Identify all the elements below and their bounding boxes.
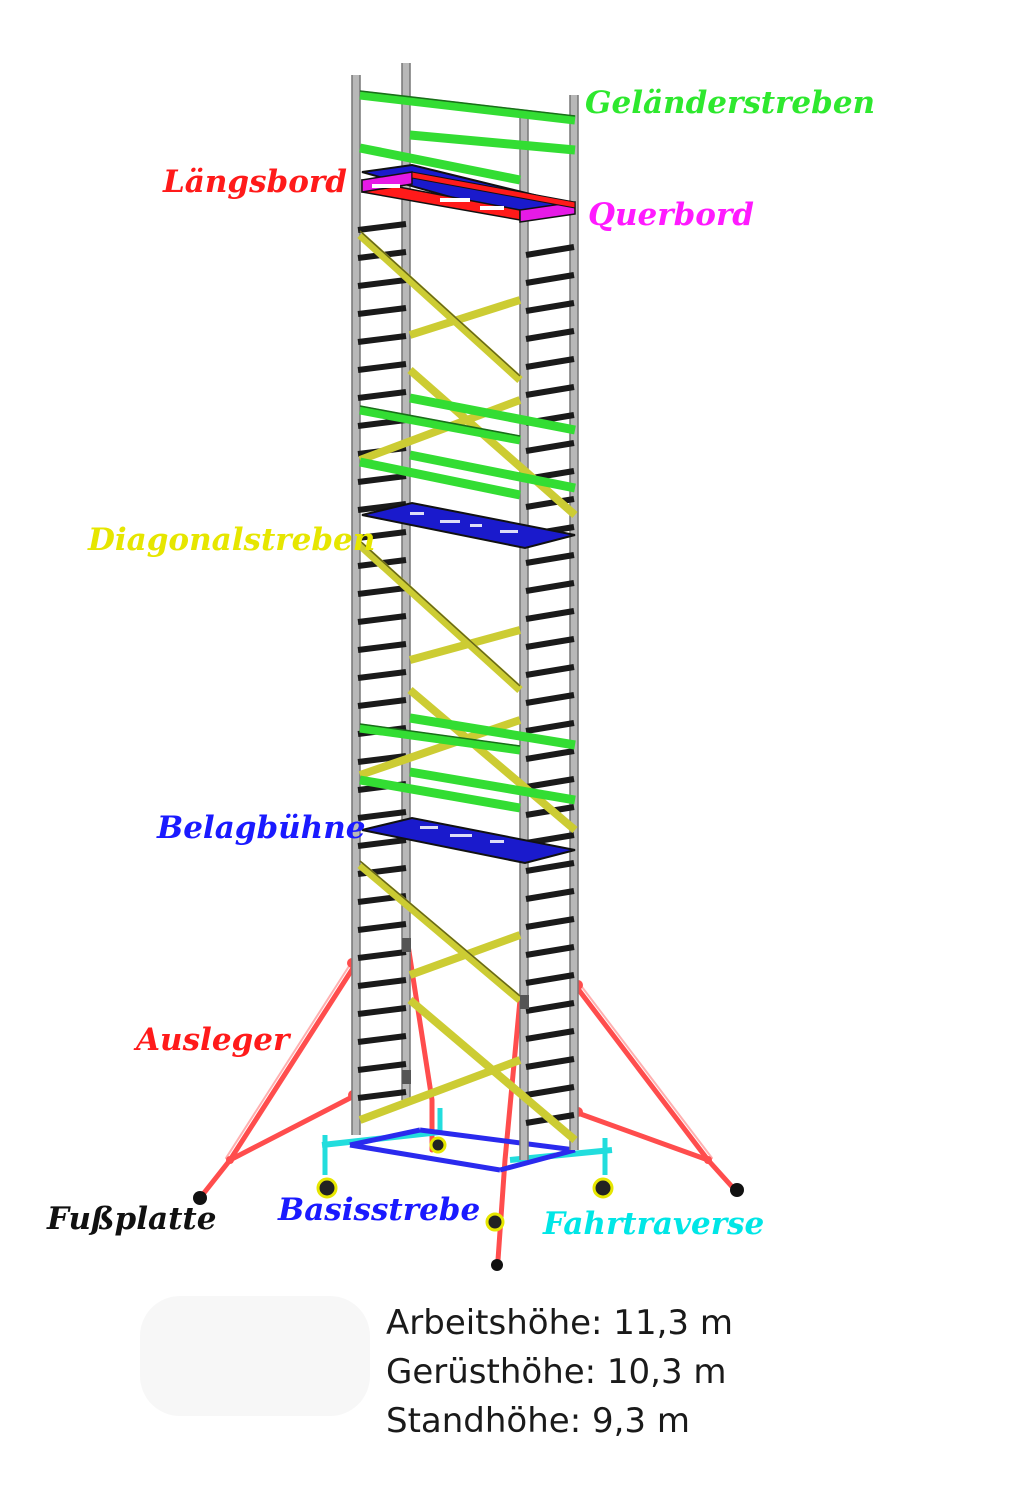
blank-area	[140, 1296, 370, 1416]
rung	[357, 809, 407, 821]
rung	[357, 361, 407, 373]
rung	[525, 860, 575, 874]
rung	[525, 580, 575, 594]
spec-geruesthoehe: Gerüsthöhe: 10,3 m	[386, 1352, 727, 1392]
label-fahrtraverse: Fahrtraverse	[543, 1206, 765, 1242]
uprights	[352, 63, 578, 1160]
platform-lower	[361, 816, 576, 865]
rung	[357, 613, 407, 625]
castor-wheels	[316, 1136, 614, 1232]
rung	[525, 1084, 575, 1098]
footplate-left	[193, 1191, 207, 1205]
rung	[357, 473, 407, 485]
footplates	[193, 1183, 744, 1271]
label-ausleger: Ausleger	[136, 1022, 290, 1058]
rung	[525, 244, 575, 258]
rung	[525, 664, 575, 678]
rung	[525, 692, 575, 706]
rung	[357, 641, 407, 653]
rung	[525, 748, 575, 762]
label-gelaenderstreben: Geländerstreben	[585, 85, 876, 121]
rung	[525, 916, 575, 930]
rung	[357, 669, 407, 681]
rung	[357, 837, 407, 849]
label-querbord: Querbord	[588, 197, 754, 233]
rung	[357, 1033, 407, 1045]
rung	[525, 720, 575, 734]
label-fussplatte: Fußplatte	[47, 1201, 217, 1237]
rung	[357, 501, 407, 513]
label-basisstrebe: Basisstrebe	[278, 1192, 481, 1228]
rung	[357, 389, 407, 401]
rung	[525, 496, 575, 510]
rung	[525, 1028, 575, 1042]
rung	[357, 585, 407, 597]
footplate-front	[491, 1259, 503, 1271]
rung	[525, 272, 575, 286]
rung	[525, 384, 575, 398]
label-laengsbord: Längsbord	[163, 164, 347, 200]
footplate-right	[730, 1183, 744, 1197]
spec-standhoehe: Standhöhe: 9,3 m	[386, 1401, 690, 1441]
outriggers	[197, 942, 738, 1263]
rung	[357, 1089, 407, 1101]
rung	[525, 944, 575, 958]
rung	[357, 753, 407, 765]
rung	[357, 1061, 407, 1073]
rung	[525, 636, 575, 650]
rung	[525, 1056, 575, 1070]
rung	[357, 977, 407, 989]
upright-joints	[402, 938, 529, 1084]
rung	[525, 356, 575, 370]
rung	[357, 305, 407, 317]
rung	[357, 529, 407, 541]
rung	[525, 552, 575, 566]
label-diagonalstreben: Diagonalstreben	[88, 522, 376, 558]
base-braces	[349, 1127, 576, 1173]
rung	[525, 608, 575, 622]
rung	[357, 949, 407, 961]
rung	[525, 1000, 575, 1014]
rung	[525, 300, 575, 314]
rung	[357, 697, 407, 709]
rung	[525, 440, 575, 454]
rung	[525, 888, 575, 902]
spec-arbeitshoehe: Arbeitshöhe: 11,3 m	[386, 1303, 733, 1343]
guardrails	[359, 90, 576, 813]
rung	[525, 328, 575, 342]
diagonal-braces	[357, 232, 578, 1144]
rung	[357, 333, 407, 345]
rung	[357, 921, 407, 933]
rung	[525, 972, 575, 986]
rung	[525, 776, 575, 790]
platform-middle	[361, 501, 576, 550]
ladder-rungs	[357, 221, 575, 1126]
label-belagbuehne: Belagbühne	[157, 810, 366, 846]
rung	[357, 1005, 407, 1017]
rung	[357, 277, 407, 289]
rung	[357, 221, 407, 233]
